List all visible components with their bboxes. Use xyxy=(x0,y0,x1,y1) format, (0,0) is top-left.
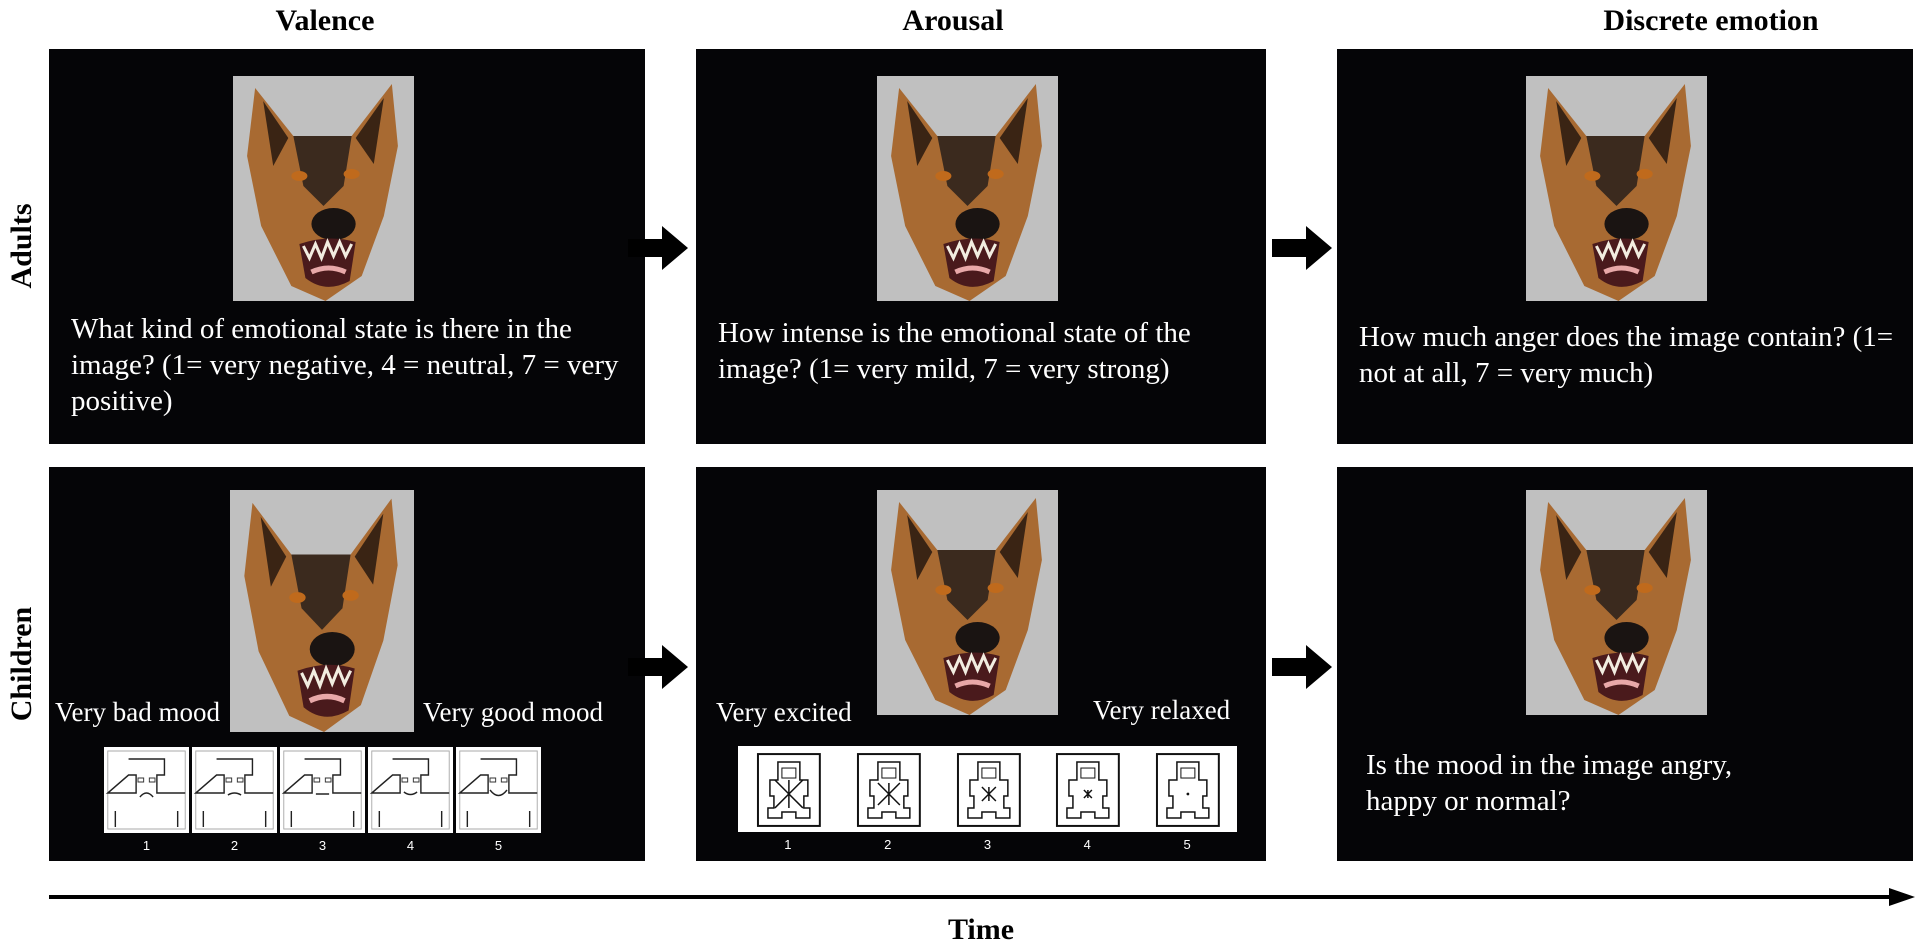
scale-number: 1 xyxy=(784,837,792,852)
scale-number: 2 xyxy=(230,838,239,853)
children-valence-panel: Very bad mood Very good mood 1 2 3 4 5 xyxy=(49,467,645,861)
column-header-discrete-emotion: Discrete emotion xyxy=(1603,4,1819,37)
valence-right-anchor: Very good mood xyxy=(423,697,603,727)
arousal-sam-scale: 1 2 3 4 5 xyxy=(738,746,1237,852)
scale-number: 3 xyxy=(318,838,327,853)
dog-stimulus-image xyxy=(1526,76,1707,301)
children-discrete-question: Is the mood in the image angry, happy or… xyxy=(1366,749,1733,817)
right-arrow-icon xyxy=(1272,226,1332,270)
right-arrow-icon xyxy=(628,645,688,689)
children-discrete-panel: Is the mood in the image angry, happy or… xyxy=(1337,467,1913,861)
dog-stimulus-image xyxy=(230,490,414,732)
scale-number: 3 xyxy=(983,837,992,852)
valence-sam-scale: 1 2 3 4 5 xyxy=(104,747,541,853)
scale-number: 1 xyxy=(142,838,151,853)
adults-valence-panel: What kind of emotional state is there in… xyxy=(49,49,645,444)
arousal-sam-figure: 4 xyxy=(1037,746,1137,852)
adults-discrete-panel: How much anger does the image contain? (… xyxy=(1337,49,1913,444)
row-label-adults: Adults xyxy=(5,203,38,289)
scale-number: 5 xyxy=(1183,837,1191,852)
column-header-arousal: Arousal xyxy=(902,4,1004,37)
valence-sam-figure: 5 xyxy=(456,747,541,853)
arousal-sam-figure: 3 xyxy=(938,746,1038,852)
valence-sam-figure: 2 xyxy=(192,747,277,853)
adults-arousal-question: How intense is the emotional state of th… xyxy=(718,317,1191,385)
time-arrow xyxy=(49,888,1915,906)
adults-arousal-panel: How intense is the emotional state of th… xyxy=(696,49,1266,444)
dog-stimulus-image xyxy=(1526,490,1707,715)
arousal-sam-figure: 2 xyxy=(838,746,938,852)
valence-sam-figure: 4 xyxy=(368,747,453,853)
row-label-children: Children xyxy=(5,606,38,722)
arousal-right-anchor: Very relaxed xyxy=(1093,695,1231,725)
valence-sam-figure: 3 xyxy=(280,747,365,853)
dog-stimulus-image xyxy=(877,490,1058,715)
scale-number: 4 xyxy=(1083,837,1091,852)
children-arousal-panel: Very excited Very relaxed 1 2 3 4 5 xyxy=(696,467,1266,861)
arousal-sam-figure: 5 xyxy=(1137,746,1237,852)
right-arrow-icon xyxy=(628,226,688,270)
adults-discrete-question: How much anger does the image contain? (… xyxy=(1359,321,1894,389)
arousal-sam-figure: 1 xyxy=(738,746,838,852)
dog-stimulus-image xyxy=(877,76,1058,301)
scale-number: 2 xyxy=(884,837,892,852)
column-header-valence: Valence xyxy=(275,4,375,37)
time-label: Time xyxy=(947,913,1015,946)
valence-left-anchor: Very bad mood xyxy=(55,697,220,727)
scale-number: 4 xyxy=(406,838,415,853)
adults-valence-question: What kind of emotional state is there in… xyxy=(71,313,619,417)
scale-number: 5 xyxy=(494,838,503,853)
dog-stimulus-image xyxy=(233,76,414,301)
right-arrow-icon xyxy=(1272,645,1332,689)
arousal-left-anchor: Very excited xyxy=(716,697,852,727)
valence-sam-figure: 1 xyxy=(104,747,189,853)
